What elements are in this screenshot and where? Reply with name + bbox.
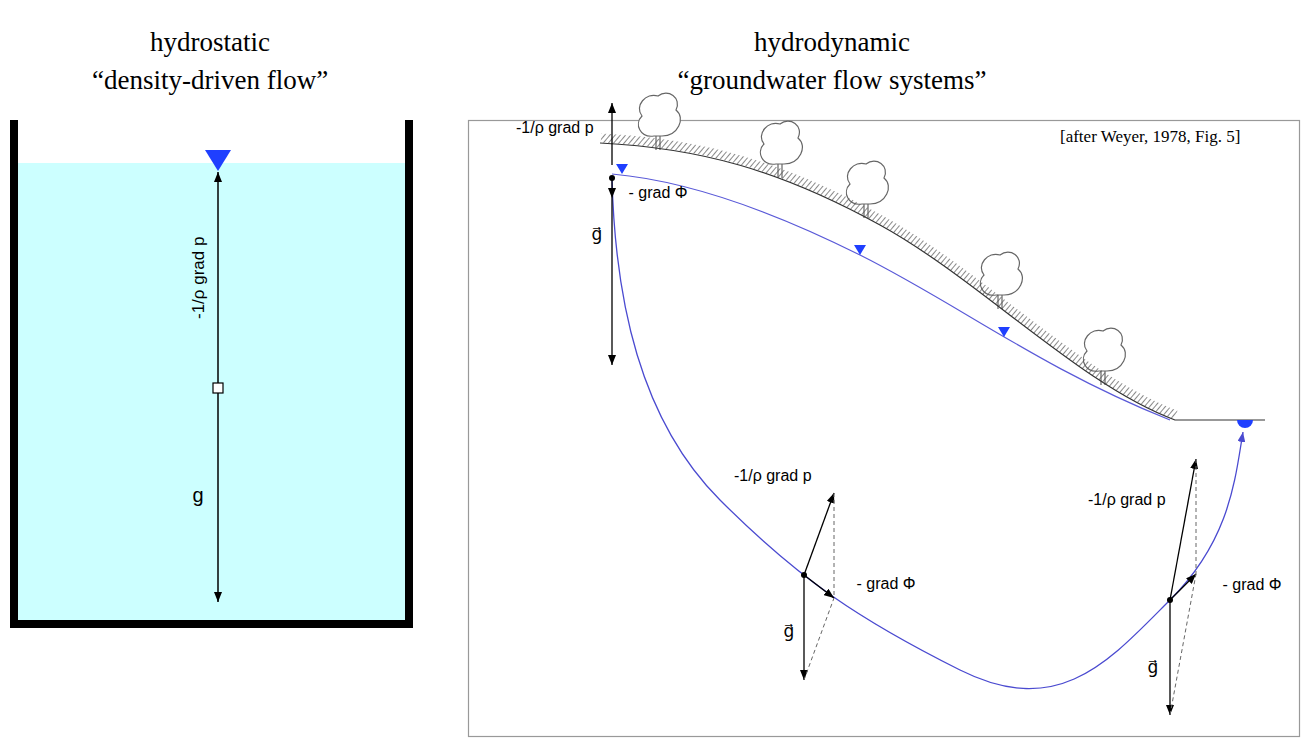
panel-subheading: “density-driven flow” <box>92 65 328 96</box>
force-label: - grad Φ <box>1223 576 1282 594</box>
panel-subheading: “groundwater flow systems” <box>678 65 987 96</box>
force-label: -1/ρ grad p <box>734 467 812 485</box>
water-body <box>18 163 405 620</box>
ground-surface <box>600 143 1265 420</box>
force-label: -1/ρ grad p <box>189 237 209 319</box>
water-parcel <box>213 383 223 393</box>
water-table-symbol <box>998 327 1010 337</box>
force-label: - grad Φ <box>857 575 916 593</box>
force-arrow <box>611 198 612 365</box>
panel-heading: hydrostatic <box>150 27 270 58</box>
force-label: g⃗ <box>784 622 795 642</box>
force-arrow <box>217 393 219 602</box>
water-tank <box>14 120 409 624</box>
construction-line <box>834 493 835 598</box>
force-label: g <box>193 484 204 507</box>
force-vectors <box>609 103 1196 715</box>
point-marker <box>1167 597 1173 603</box>
construction-line <box>1196 459 1197 574</box>
construction-line <box>1170 574 1196 715</box>
discharge-lake <box>1237 420 1253 428</box>
force-arrow <box>804 575 834 598</box>
water-table-symbol <box>854 245 866 255</box>
point-marker <box>609 175 615 181</box>
force-arrow <box>611 103 612 165</box>
force-label: g⃗ <box>1148 658 1159 678</box>
construction-line <box>804 598 834 680</box>
point-marker <box>801 572 807 578</box>
force-label: g⃗ <box>592 225 603 245</box>
citation-note: [after Weyer, 1978, Fig. 5] <box>1060 127 1240 147</box>
force-arrow <box>804 493 834 575</box>
water-table-symbol <box>616 164 628 174</box>
water-level-symbol <box>205 150 231 171</box>
flow-line <box>612 178 1243 689</box>
panel-heading: hydrodynamic <box>754 27 910 58</box>
force-label: - grad Φ <box>629 184 688 202</box>
force-arrow <box>803 575 804 680</box>
water-table <box>612 174 1170 420</box>
panel-frame <box>469 121 1300 737</box>
force-arrow <box>217 172 219 383</box>
force-label: -1/ρ grad p <box>516 119 594 137</box>
force-arrow <box>1170 459 1196 600</box>
force-label: -1/ρ grad p <box>1088 491 1166 509</box>
tank-wall <box>14 120 409 624</box>
force-arrow <box>1169 600 1170 715</box>
